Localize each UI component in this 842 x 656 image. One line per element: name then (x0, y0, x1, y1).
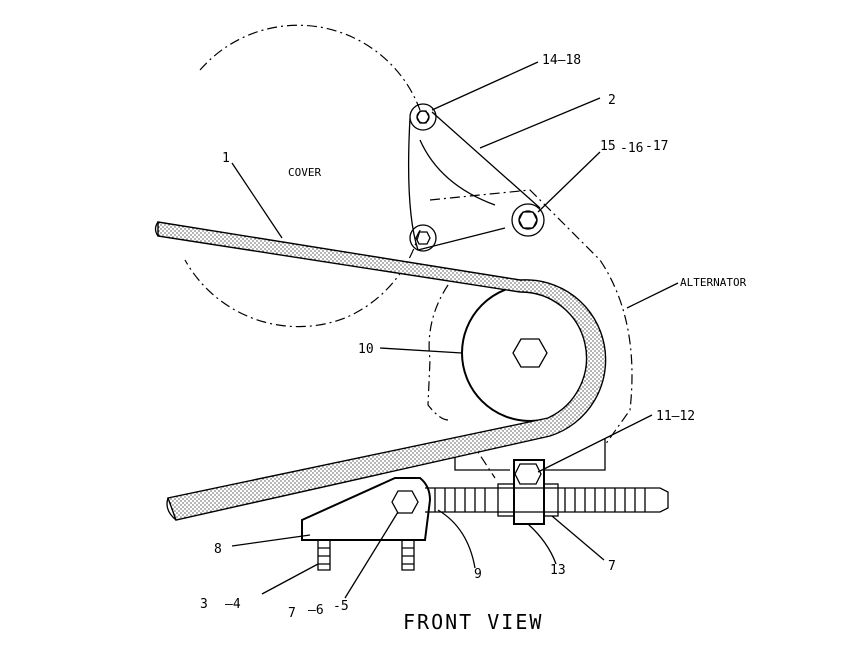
part-label-17: -17 (645, 139, 668, 154)
leader-15 (537, 151, 601, 213)
leader-11-12 (537, 414, 653, 473)
part-label-14-18: 14–18 (542, 53, 581, 68)
part-label-16: -16 (620, 141, 643, 156)
bolt-15-outer (511, 203, 545, 237)
part-label-9: 9 (474, 567, 482, 582)
part-label-1: 1 (222, 151, 230, 166)
adjuster-bolt-head (514, 463, 542, 485)
leader-8 (231, 534, 311, 547)
part-label-8: 8 (214, 542, 222, 557)
part-label-4: –4 (225, 597, 241, 612)
mounting-bracket (301, 477, 432, 541)
leader-10 (379, 347, 463, 354)
bracket-arm (407, 111, 541, 251)
part-label-2: 2 (608, 93, 616, 108)
stud-left (317, 540, 331, 571)
alternator-label: ALTERNATOR (680, 276, 747, 289)
part-label-3: 3 (200, 597, 208, 612)
part-label-7-left: 7 (288, 606, 296, 621)
bolt-14-18-nut (416, 110, 430, 124)
leader-13 (527, 523, 557, 565)
leader-1 (231, 162, 283, 239)
part-label-7-right: 7 (608, 559, 616, 574)
nut-right (543, 483, 559, 517)
leader-3-4 (261, 563, 319, 595)
part-label-13: 13 (550, 563, 566, 578)
bolt-15-nut (518, 211, 538, 229)
bolt-lower-left-outer (409, 224, 437, 252)
leader-7-right (551, 515, 605, 561)
bolt-14-18-outer (409, 103, 437, 131)
drive-belt (157, 221, 607, 521)
leader-9 (437, 509, 476, 569)
part-label-5: -5 (333, 599, 349, 614)
pulley-hex-nut (512, 338, 548, 368)
bolt-lower-left-nut (415, 231, 431, 245)
diagram-caption: FRONT VIEW (403, 610, 543, 634)
adjusting-rod (425, 487, 669, 513)
leader-alternator (626, 282, 679, 309)
alternator-outline-left (427, 284, 449, 421)
leader-2 (479, 97, 601, 149)
part-label-15: 15 (600, 139, 616, 154)
leader-14-18 (431, 61, 539, 111)
part-label-6: –6 (308, 603, 324, 618)
leader-5 (344, 511, 399, 599)
alternator-outline (429, 189, 633, 446)
belt-end-left-bottom (166, 497, 177, 521)
part-label-10: 10 (358, 342, 374, 357)
cover-label: COVER (288, 166, 321, 179)
stud-right (401, 540, 415, 571)
nut-left (497, 483, 515, 517)
rod-threads (434, 488, 646, 512)
belt-end-left-top (154, 221, 159, 237)
part-label-11-12: 11–12 (656, 409, 695, 424)
bracket-hex-bolt (391, 490, 419, 514)
